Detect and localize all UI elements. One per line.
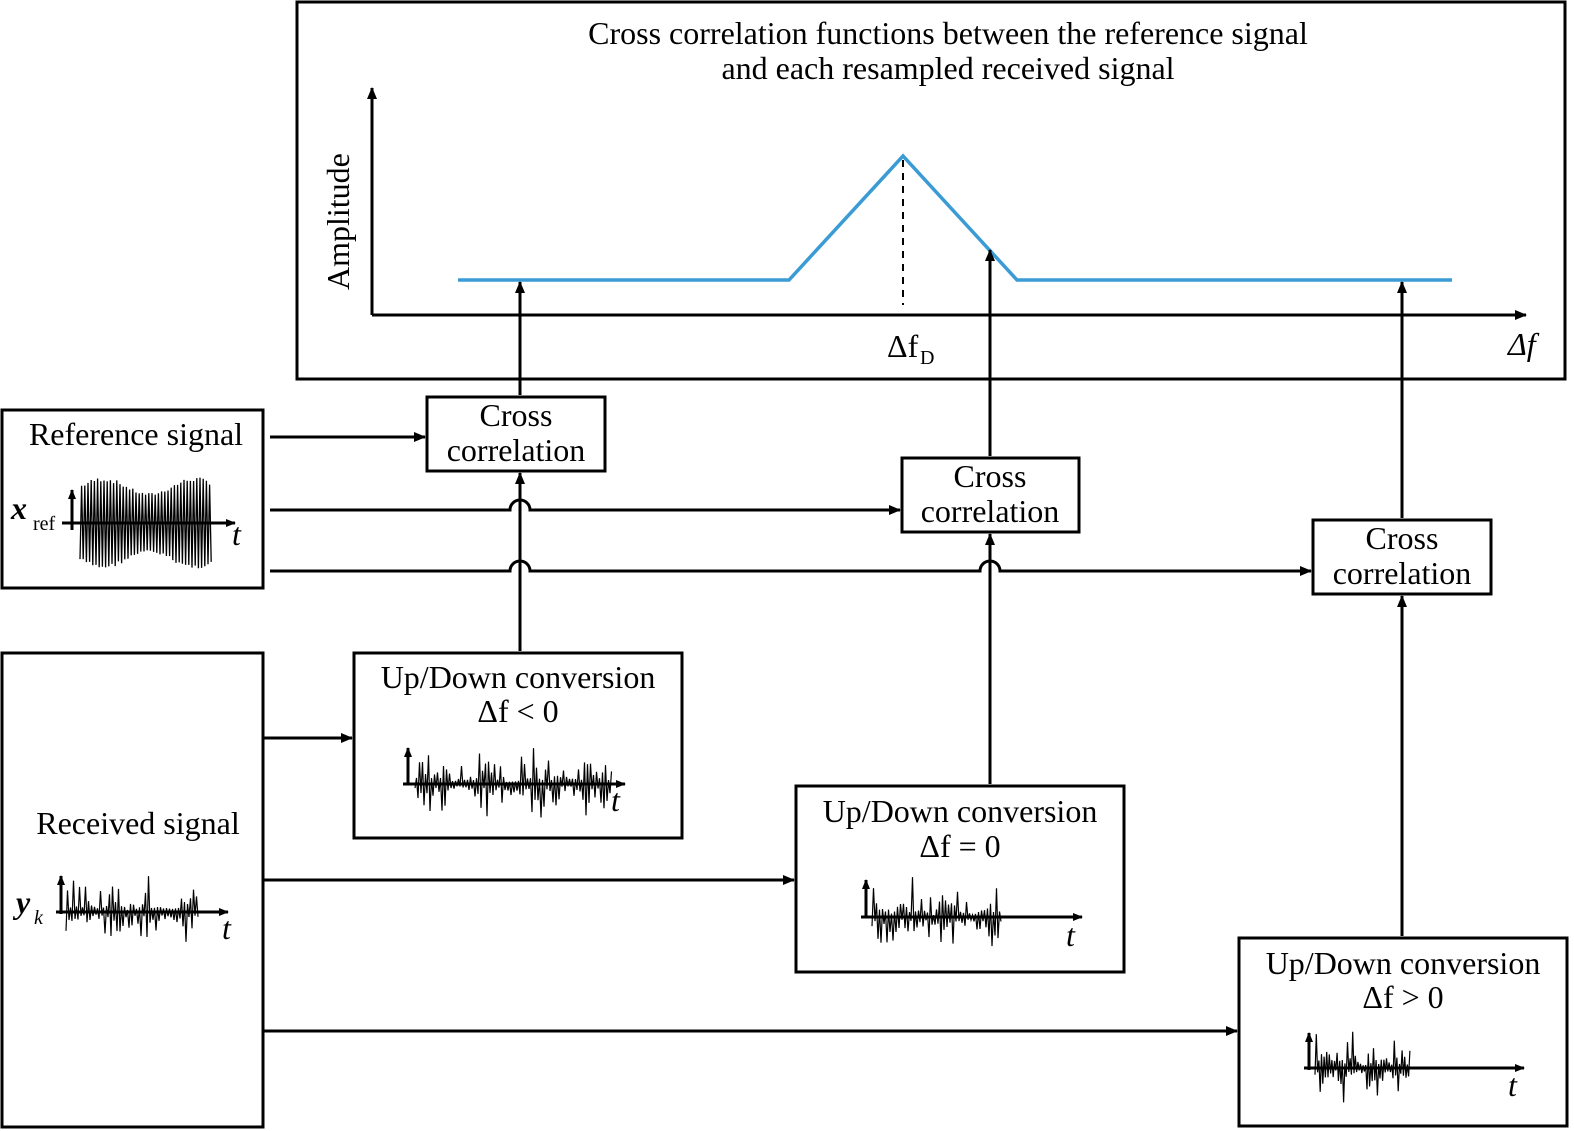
conversion-negative-condition: Δf < 0: [477, 693, 558, 729]
received-wave-t-label: t: [222, 910, 232, 946]
received-symbol-subscript: k: [34, 907, 44, 929]
reference-signal-box: Reference signal x ref t: [0, 408, 265, 590]
chart-y-axis-label: Amplitude: [320, 153, 356, 290]
conversion-negative-title: Up/Down conversion: [381, 659, 656, 695]
peak-frequency-label: Δf: [887, 328, 919, 364]
cross-correlation-1-line2: correlation: [447, 432, 586, 468]
conversion-positive-t-label: t: [1508, 1067, 1518, 1103]
peak-frequency-subscript: D: [920, 347, 934, 369]
conversion-negative-t-label: t: [611, 782, 621, 818]
received-signal-label: Received signal: [36, 805, 240, 841]
conversion-box-negative: Up/Down conversion Δf < 0 t: [352, 651, 684, 840]
conversion-positive-title: Up/Down conversion: [1266, 945, 1541, 981]
reference-symbol: x: [10, 490, 27, 526]
cross-correlation-2-line2: correlation: [921, 493, 1060, 529]
chart-x-axis-label: Δf: [1506, 326, 1540, 362]
cross-correlation-3-line2: correlation: [1333, 555, 1472, 591]
conversion-zero-condition: Δf = 0: [919, 828, 1000, 864]
cross-correlation-3-line1: Cross: [1366, 520, 1439, 556]
ref-to-cc2-arrow: [270, 498, 901, 515]
received-waveform: [65, 876, 199, 942]
reference-symbol-subscript: ref: [33, 513, 56, 535]
chart-title-line2: and each resampled received signal: [721, 50, 1174, 86]
correlation-curve: [458, 153, 1452, 282]
chart-title-line1: Cross correlation functions between the …: [588, 15, 1308, 51]
cross-correlation-box-2: Cross correlation: [900, 456, 1081, 534]
cross-correlation-box-1: Cross correlation: [425, 395, 607, 473]
conversion-zero-t-label: t: [1066, 917, 1076, 953]
conversion-box-zero: Up/Down conversion Δf = 0 t: [794, 784, 1126, 974]
reference-signal-label: Reference signal: [29, 416, 243, 452]
cross-correlation-2-line1: Cross: [954, 458, 1027, 494]
reference-waveform: [79, 477, 212, 569]
conversion-box-positive: Up/Down conversion Δf > 0 t: [1237, 936, 1569, 1128]
cross-correlation-box-3: Cross correlation: [1311, 518, 1493, 596]
conversion-zero-title: Up/Down conversion: [823, 793, 1098, 829]
correlation-chart-panel: Cross correlation functions between the …: [295, 0, 1567, 381]
cross-correlation-1-line1: Cross: [480, 397, 553, 433]
reference-wave-t-label: t: [232, 516, 242, 552]
conversion-negative-waveform: [414, 748, 613, 818]
conversion-zero-waveform: [871, 877, 1002, 947]
ref-to-cc3-arrow: [270, 559, 1312, 576]
conversion-positive-condition: Δf > 0: [1362, 979, 1443, 1015]
received-signal-box: Received signal y k t: [0, 651, 265, 1129]
chart-panel-border: [295, 0, 1567, 381]
received-symbol: y: [12, 884, 31, 920]
connectors: [263, 249, 1407, 1036]
